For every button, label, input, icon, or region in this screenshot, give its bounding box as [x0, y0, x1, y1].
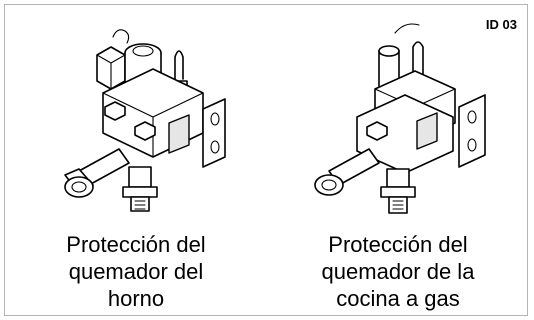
panel-oven-burner: Protección del quemador del horno: [5, 5, 267, 317]
caption-line: quemador del: [68, 259, 204, 284]
caption-line: cocina a gas: [336, 286, 460, 311]
oven-burner-safety-valve-icon: [64, 29, 226, 212]
caption-line: quemador de la: [321, 259, 475, 284]
hob-burner-safety-valve-icon: [314, 23, 486, 214]
caption-line: horno: [107, 286, 165, 311]
caption-line: Protección del: [66, 232, 206, 257]
panel-hob-burner: Protección del quemador de la cocina a g…: [267, 5, 529, 317]
id-label: ID 03: [485, 17, 517, 32]
caption-line: Protección del: [328, 232, 468, 257]
caption-hob-burner: Protección del quemador de la cocina a g…: [267, 231, 529, 312]
figure-frame: ID 03: [4, 4, 528, 316]
caption-oven-burner: Protección del quemador del horno: [5, 231, 267, 312]
